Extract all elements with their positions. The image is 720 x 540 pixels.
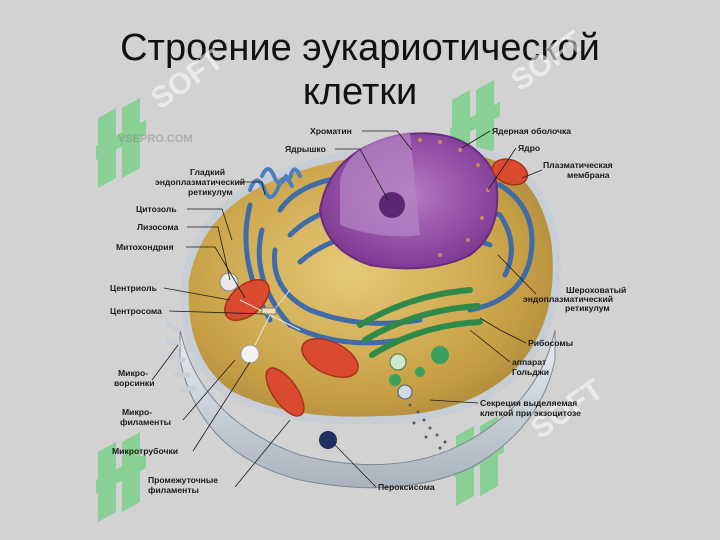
centrosome <box>239 289 301 346</box>
watermark-logo-text: VSEPRO.COM <box>118 133 193 145</box>
title-line-1: Строение эукариотической <box>120 27 600 69</box>
watermark-logo-bottom-left <box>96 432 146 522</box>
labels: Хроматин Ядрышко Гладкий эндоплазматичес… <box>110 126 626 495</box>
nucleus-shape <box>318 132 499 270</box>
watermark-text-1: SOFT <box>145 43 229 116</box>
label-golgi-1: аппарат <box>512 357 546 367</box>
mitochondria <box>224 158 529 417</box>
title-line-2: клетки <box>302 71 418 113</box>
label-rough-er-2: эндоплазматический <box>523 294 613 304</box>
label-cytosol: Цитозоль <box>136 204 177 214</box>
label-peroxisome: Пероксисома <box>378 482 435 492</box>
label-lysosome: Лизосома <box>137 222 179 232</box>
label-nucleolus: Ядрышко <box>285 144 326 154</box>
label-microfilaments-2: филаменты <box>120 417 171 427</box>
label-intermediate-1: Промежуточные <box>148 475 218 485</box>
label-centrosome: Центросома <box>110 306 162 316</box>
label-microfilaments-1: Микро- <box>122 407 152 417</box>
page-title: Строение эукариотической клетки <box>0 26 720 114</box>
label-smooth-er-1: Гладкий <box>190 167 225 177</box>
label-secretion-2: клеткой при экзоцитозе <box>480 408 581 418</box>
leader-lines <box>151 130 543 488</box>
label-mitochondrion: Митохондрия <box>116 242 174 252</box>
label-rough-er-3: ретикулум <box>565 303 610 313</box>
label-chromatin: Хроматин <box>310 126 352 136</box>
label-secretion-1: Секреция выделяемая <box>480 398 577 408</box>
label-microvilli-1: Микро- <box>118 368 148 378</box>
label-nucleus: Ядро <box>518 143 540 153</box>
watermark-text-2: SOFT <box>505 25 589 98</box>
cell-base <box>179 329 556 489</box>
vesicles <box>219 272 413 449</box>
secretion-dots <box>408 403 447 450</box>
label-golgi-2: Гольджи <box>512 367 549 377</box>
label-centriole: Центриоль <box>110 283 157 293</box>
label-plasma-membrane-2: мембрана <box>567 170 610 180</box>
label-plasma-membrane-1: Плазматическая <box>543 160 613 170</box>
label-ribosomes: Рибосомы <box>528 338 573 348</box>
microvilli <box>165 321 197 393</box>
label-nuclear-envelope: Ядерная оболочка <box>492 126 571 136</box>
smooth-er <box>248 167 302 199</box>
label-smooth-er-2: эндоплазматический <box>155 177 245 187</box>
label-microtubules: Микротрубочки <box>112 446 178 456</box>
label-rough-er-1: Шероховатый <box>566 285 626 295</box>
watermark-logo-top-left <box>96 98 146 188</box>
label-intermediate-2: филаменты <box>148 485 199 495</box>
golgi-apparatus <box>357 287 483 386</box>
label-smooth-er-3: ретикулум <box>188 187 233 197</box>
label-microvilli-2: ворсинки <box>114 378 155 388</box>
cell-illustration <box>165 132 561 489</box>
